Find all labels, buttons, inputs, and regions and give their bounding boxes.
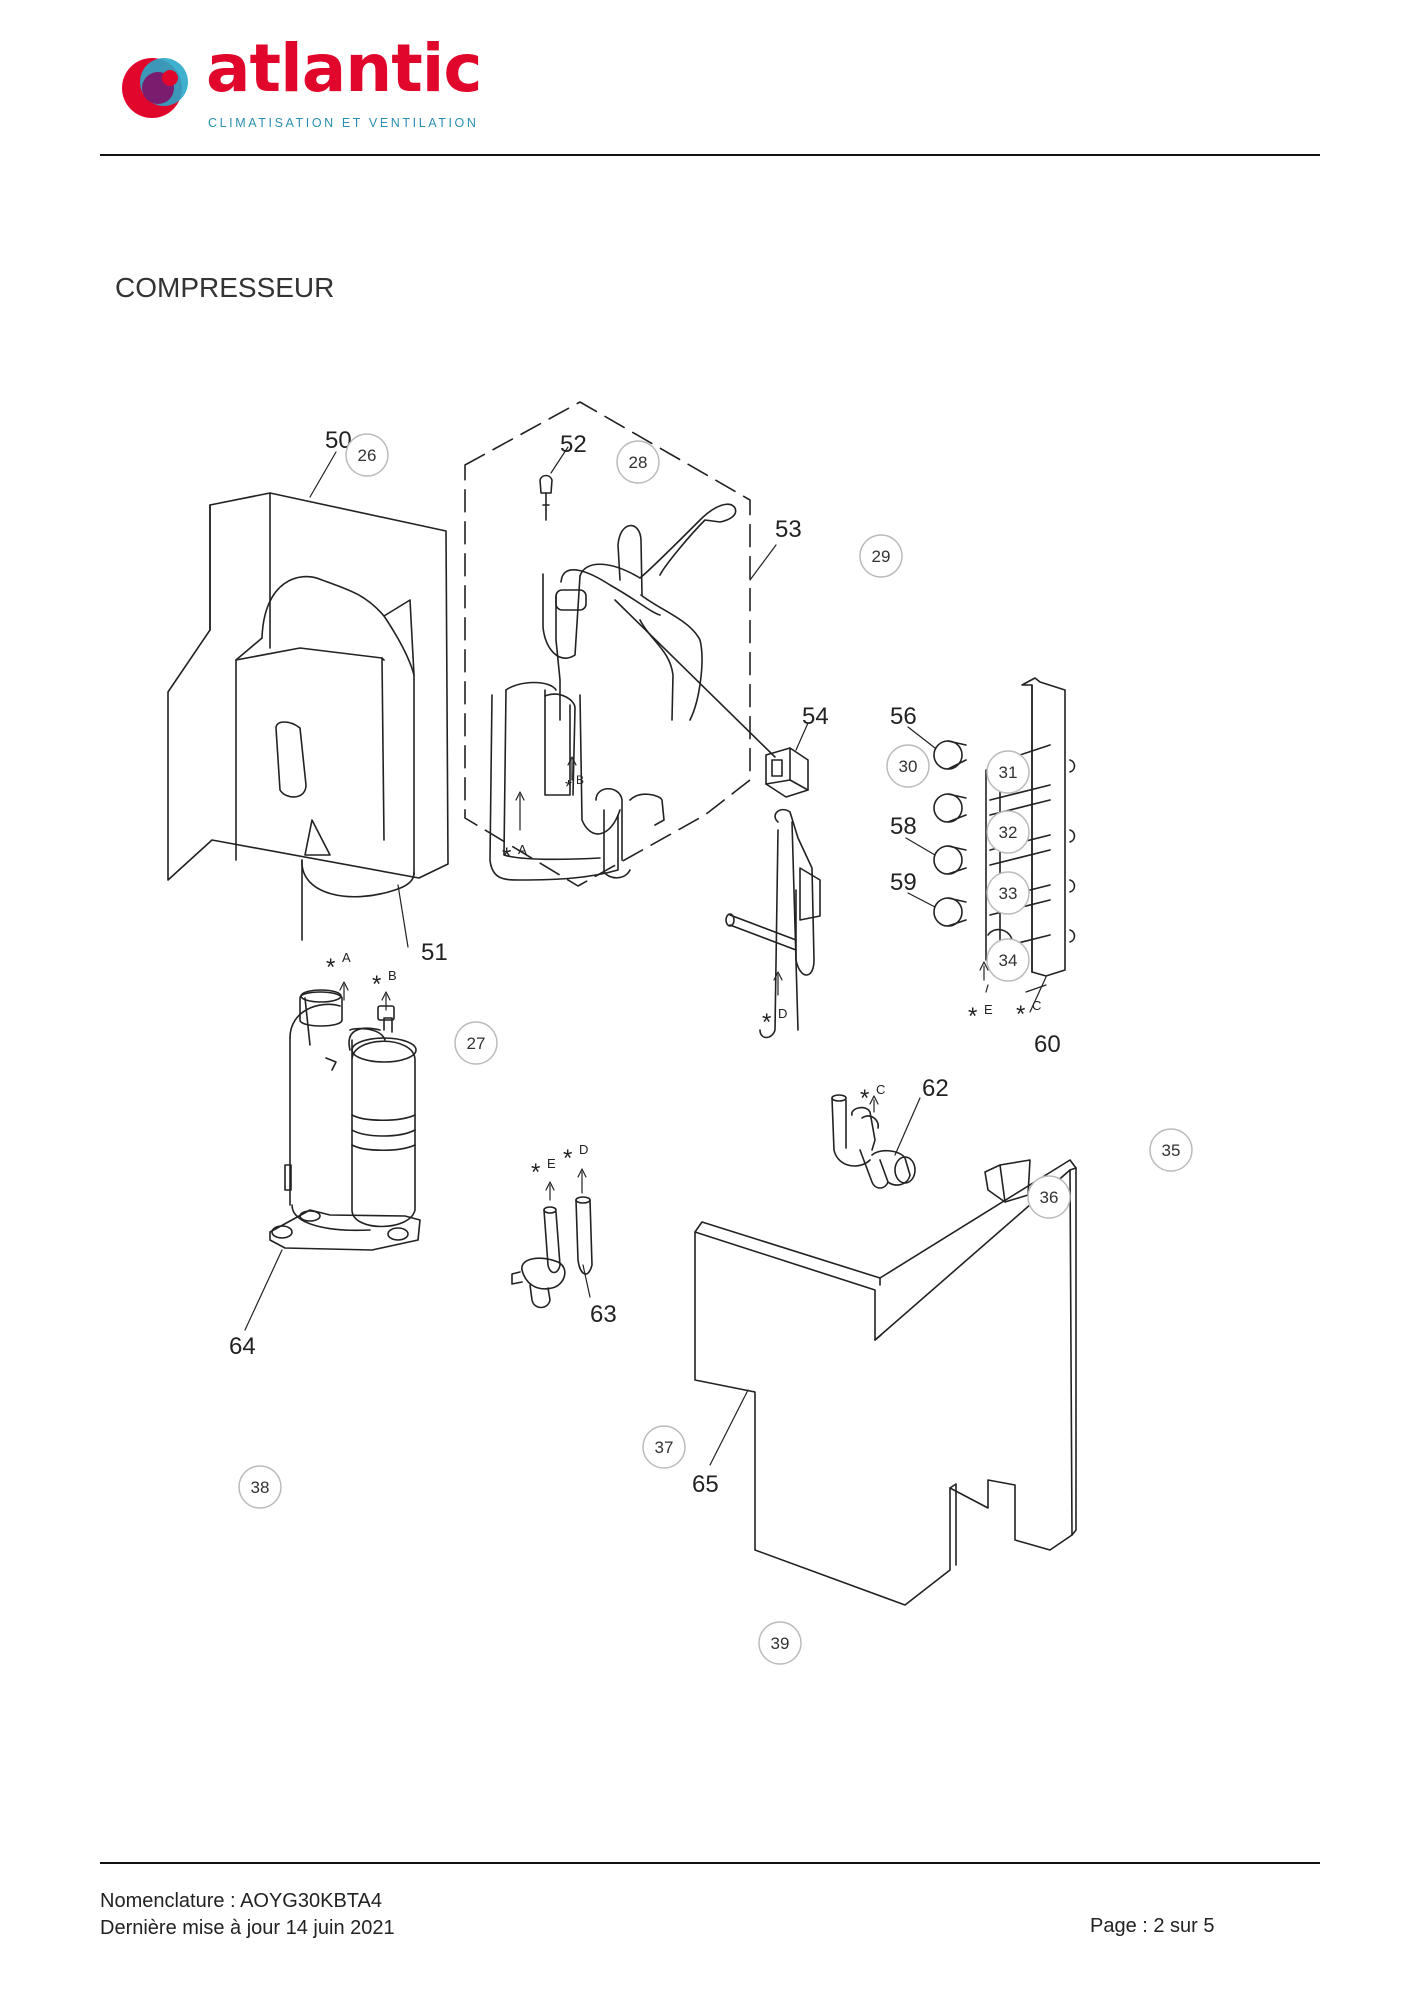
connection-mark-a-top: * A: [326, 950, 351, 981]
brand-name: atlantic: [206, 30, 483, 107]
svg-text:27: 27: [467, 1034, 486, 1053]
svg-text:*: *: [372, 971, 381, 998]
callout-38: 38: [238, 1465, 282, 1509]
svg-text:32: 32: [999, 823, 1018, 842]
part-number-59: 59: [890, 869, 917, 896]
header-divider: [100, 154, 1320, 156]
part-number-54: 54: [802, 703, 829, 730]
svg-text:*: *: [1016, 1001, 1025, 1028]
callout-28: 28: [616, 440, 660, 484]
part-number-65: 65: [692, 1471, 719, 1498]
callout-31: 31: [986, 750, 1030, 794]
callout-34: 34: [986, 938, 1030, 982]
svg-text:C: C: [1032, 998, 1041, 1013]
connection-mark-e-bracket: * E: [968, 1002, 993, 1030]
callout-27: 27: [454, 1021, 498, 1065]
connection-mark-e-pipe: * E: [531, 1156, 556, 1186]
insulation-panel-drawing: [167, 492, 449, 881]
svg-text:38: 38: [251, 1478, 270, 1497]
part-number-52: 52: [560, 431, 587, 458]
part-number-60: 60: [1034, 1031, 1061, 1058]
valve-tee-drawing: [831, 1094, 916, 1189]
connection-mark-d-pipe: * D: [762, 1006, 787, 1036]
part-number-56: 56: [890, 703, 917, 730]
callout-26: 26: [345, 433, 389, 477]
svg-text:*: *: [860, 1085, 869, 1112]
svg-text:D: D: [579, 1142, 588, 1157]
leader-lines: [244, 446, 1047, 1466]
connection-mark-c-bracket: * C: [1016, 998, 1041, 1028]
svg-text:39: 39: [771, 1634, 790, 1653]
piping-assembly-drawing: [489, 503, 776, 881]
front-panel-drawing: [694, 1159, 1077, 1606]
part-number-64: 64: [229, 1333, 256, 1360]
section-title: COMPRESSEUR: [115, 272, 335, 303]
nomenclature-text: Nomenclature : AOYG30KBTA4: [100, 1890, 382, 1912]
callout-36: 36: [1027, 1175, 1071, 1219]
svg-text:B: B: [388, 968, 397, 983]
svg-text:29: 29: [872, 547, 891, 566]
piping-assembly-boundary: [464, 401, 751, 887]
footer-divider: [100, 1862, 1320, 1864]
bypass-pipe-drawing: [725, 808, 821, 1039]
svg-text:B: B: [576, 773, 584, 787]
callout-32: 32: [986, 810, 1030, 854]
solenoid-coil-drawing: [765, 747, 809, 798]
connection-mark-c-valve: * C: [860, 1082, 885, 1112]
part-number-53: 53: [775, 516, 802, 543]
callout-29: 29: [859, 534, 903, 578]
svg-text:26: 26: [358, 446, 377, 465]
svg-text:*: *: [968, 1003, 977, 1030]
connection-mark-a-pipe: * A: [502, 842, 527, 870]
svg-text:31: 31: [999, 763, 1018, 782]
pressure-switch-drawing: [539, 474, 553, 521]
svg-text:*: *: [762, 1009, 771, 1036]
brand-logo: atlantic CLIMATISATION ET VENTILATION: [118, 36, 498, 134]
svg-text:33: 33: [999, 884, 1018, 903]
callout-39: 39: [758, 1621, 802, 1665]
sensor-caps-drawing: [933, 740, 967, 927]
svg-text:C: C: [876, 1082, 885, 1097]
part-number-62: 62: [922, 1075, 949, 1102]
connection-mark-b-pipe: * B: [565, 773, 584, 797]
last-updated-text: Dernière mise à jour 14 juin 2021: [100, 1917, 395, 1939]
svg-text:36: 36: [1040, 1188, 1059, 1207]
connection-arrows: [339, 756, 989, 1201]
svg-text:*: *: [563, 1145, 572, 1172]
part-number-58: 58: [890, 813, 917, 840]
svg-text:*: *: [531, 1159, 540, 1186]
compressor-drawing: [269, 989, 421, 1251]
svg-text:A: A: [342, 950, 351, 965]
part-number-63: 63: [590, 1301, 617, 1328]
svg-text:*: *: [502, 843, 511, 870]
svg-text:*: *: [326, 954, 335, 981]
svg-text:35: 35: [1162, 1141, 1181, 1160]
pipe-fitting-drawing: [511, 1196, 593, 1309]
callout-37: 37: [642, 1425, 686, 1469]
atlantic-logo-icon: [122, 58, 188, 118]
brand-tagline: CLIMATISATION ET VENTILATION: [208, 116, 479, 130]
svg-text:A: A: [518, 842, 527, 857]
svg-text:E: E: [547, 1156, 556, 1171]
page-number: Page : 2 sur 5: [1090, 1915, 1215, 1937]
svg-text:*: *: [565, 777, 572, 797]
svg-text:28: 28: [629, 453, 648, 472]
compressor-jacket-drawing: [235, 575, 415, 941]
svg-text:34: 34: [999, 951, 1018, 970]
footer-info: Nomenclature : AOYG30KBTA4 Dernière mise…: [100, 1888, 395, 1942]
connection-mark-d-pipe-lower: * D: [563, 1142, 588, 1172]
svg-text:D: D: [778, 1006, 787, 1021]
svg-text:E: E: [984, 1002, 993, 1017]
callout-30: 30: [886, 744, 930, 788]
svg-text:30: 30: [899, 757, 918, 776]
part-number-51: 51: [421, 939, 448, 966]
connection-mark-b-top: * B: [372, 968, 397, 998]
svg-text:37: 37: [655, 1438, 674, 1457]
callout-35: 35: [1149, 1128, 1193, 1172]
callout-33: 33: [986, 871, 1030, 915]
